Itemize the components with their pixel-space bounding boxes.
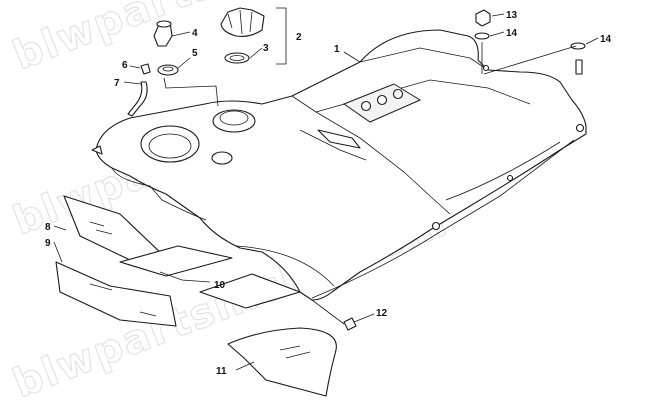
tank-filler-neck xyxy=(212,109,256,133)
shield-9 xyxy=(55,261,177,327)
tank-tab-hole-mid xyxy=(506,174,514,182)
vent-hose xyxy=(127,81,148,117)
callout-8: 8 xyxy=(45,222,51,233)
fuel-tank-body xyxy=(91,29,587,301)
tank-boss xyxy=(211,151,233,165)
leader-9 xyxy=(53,241,63,263)
shield-8-texture xyxy=(89,221,113,235)
fuel-cap-gasket xyxy=(224,52,250,64)
callout-4: 4 xyxy=(192,28,198,39)
leader-washer-to-tank xyxy=(483,45,577,75)
callout-6: 6 xyxy=(122,60,128,71)
leader-12 xyxy=(353,313,375,323)
leader-1 xyxy=(343,51,361,63)
tank-side-line xyxy=(445,141,561,201)
plate-hole-3 xyxy=(392,88,404,100)
hose-clamp xyxy=(140,63,151,75)
fitting xyxy=(343,317,357,331)
callout-7: 7 xyxy=(114,78,120,89)
shield-10-upper xyxy=(119,245,233,277)
tank-tab-hole-right xyxy=(575,123,585,133)
plate-hole-1 xyxy=(360,100,372,112)
leader-14a xyxy=(489,31,505,37)
callout-3: 3 xyxy=(263,43,269,54)
nut xyxy=(475,9,491,27)
callout-labels: 1 2 3 4 5 6 7 8 9 10 12 11 13 14 14 xyxy=(45,10,612,377)
bolt xyxy=(575,59,583,75)
leader-7 xyxy=(123,81,142,85)
washer-left xyxy=(474,32,490,40)
callout-11: 11 xyxy=(216,366,227,377)
fuel-gauge-parts xyxy=(123,20,219,117)
callout-14-right: 14 xyxy=(600,34,612,45)
shield-10-lower xyxy=(199,273,301,309)
leader-14b xyxy=(585,37,599,45)
fuel-cap-assembly xyxy=(220,7,287,65)
fuel-pump-ring-outer xyxy=(140,125,200,163)
tank-filler-neck-inner xyxy=(219,110,249,126)
tank-vent-nipple xyxy=(91,145,103,155)
leader-5-to-tank xyxy=(163,77,219,107)
tank-outline xyxy=(95,29,587,301)
callout-9: 9 xyxy=(45,238,51,249)
fuel-gauge-top xyxy=(156,20,172,28)
fuel-cap-ribs xyxy=(227,9,253,35)
shield-11-texture xyxy=(279,345,311,359)
tank-front-bracket xyxy=(317,129,361,149)
leader-10 xyxy=(159,271,211,283)
callout-13: 13 xyxy=(506,10,518,21)
fuel-cap xyxy=(220,7,265,37)
grommet xyxy=(157,64,179,76)
leader-12-to-tank xyxy=(311,299,345,325)
tank-left-lobe xyxy=(111,167,207,221)
tank-flange xyxy=(311,139,575,299)
callout-14-left: 14 xyxy=(506,28,518,39)
tank-front-step xyxy=(299,129,367,161)
tank-seam-front xyxy=(291,95,451,215)
leader-8 xyxy=(53,225,67,231)
hardware xyxy=(311,9,599,331)
shields xyxy=(53,195,337,397)
grommet-inner xyxy=(162,66,174,72)
leader-5 xyxy=(177,57,191,69)
callout-12: 12 xyxy=(376,308,388,319)
shield-9-texture xyxy=(89,283,157,317)
leader-3 xyxy=(249,47,263,59)
fuel-cap-gasket-inner xyxy=(229,55,245,61)
callout-1: 1 xyxy=(334,44,340,55)
plate-hole-2 xyxy=(376,94,388,106)
callout-10: 10 xyxy=(214,280,226,291)
tank-tab-hole-top xyxy=(482,64,490,72)
tank-lower-lip xyxy=(235,245,335,287)
fuel-pump-ring-inner xyxy=(148,133,192,159)
tank-tab-hole-front xyxy=(431,221,441,231)
callout-5: 5 xyxy=(192,48,198,59)
leader-4 xyxy=(171,31,191,37)
washer-right xyxy=(570,42,586,50)
callout-2: 2 xyxy=(296,32,302,43)
shield-11 xyxy=(227,327,337,397)
leader-11 xyxy=(235,361,255,371)
leader-6 xyxy=(129,65,141,69)
leader-13 xyxy=(491,13,505,17)
bracket-2 xyxy=(276,7,287,65)
tank-top-ridge xyxy=(359,47,489,71)
